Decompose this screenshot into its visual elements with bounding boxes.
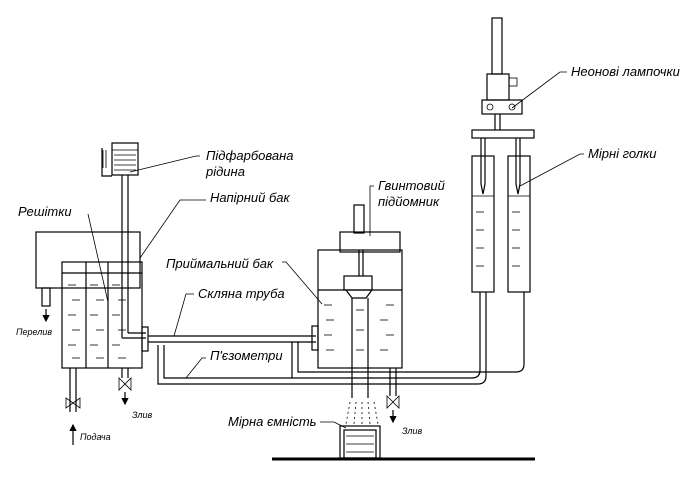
label-screw-lift-2: підйомник [378,194,440,209]
label-neon-lamps: Неонові лампочки [571,64,680,79]
receiving-tank-liquid [324,304,394,351]
label-pressure-tank: Напірний бак [210,190,291,205]
leader-lines [87,71,584,429]
falling-stream [345,401,379,425]
label-tinted-liquid-1: Підфарбована [206,148,293,163]
piezometer-tubes [157,292,525,385]
label-overflow: Перелив [16,327,52,337]
tinted-liquid-vessel [101,142,146,339]
label-measuring-vessel: Мірна ємність [228,414,317,429]
label-glass-pipe: Скляна труба [198,286,285,301]
label-screw-lift-1: Гвинтовий [378,178,445,193]
label-supply: Подача [80,432,111,442]
label-drain-right: Злив [402,426,423,436]
label-measuring-needles: Мірні голки [588,146,657,161]
pressure-tank-liquid [68,284,126,359]
label-drain-left: Злив [132,410,153,420]
receiving-tank [317,204,403,424]
pressure-tank [35,231,143,445]
label-piezometers: П'єзометри [210,348,283,363]
measuring-vessel [339,425,381,459]
label-grids: Решітки [18,204,72,219]
needle-device [471,17,535,293]
label-tinted-liquid-2: рідина [205,164,245,179]
label-receiving-tank: Приймальний бак [166,256,274,271]
